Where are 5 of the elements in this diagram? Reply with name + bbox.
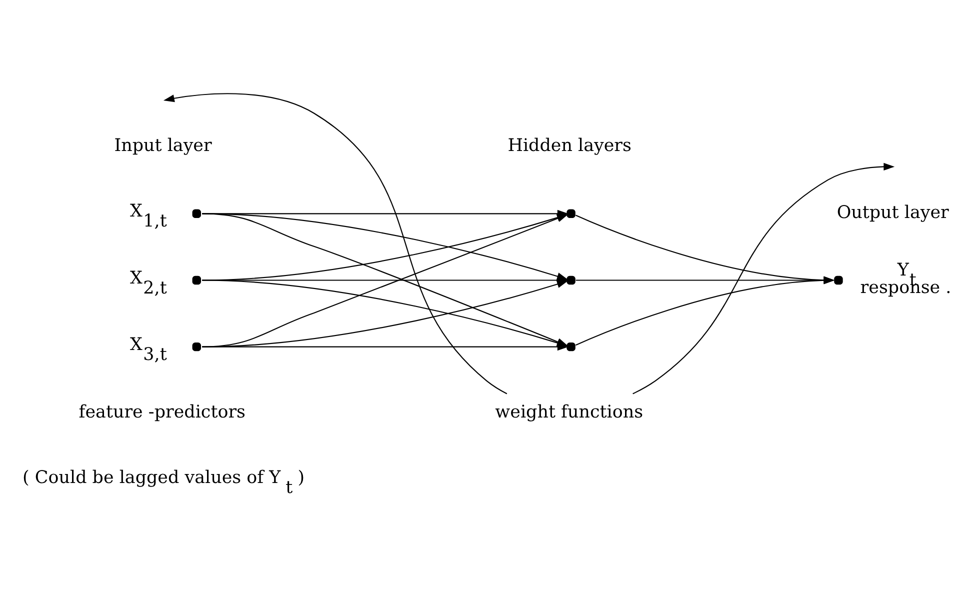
label: feature -predictors [78, 402, 246, 422]
node-text: weight functions [494, 402, 643, 422]
label: Hidden layers [507, 136, 631, 156]
label: Output layer [836, 202, 948, 222]
label: Input layer [114, 136, 212, 156]
